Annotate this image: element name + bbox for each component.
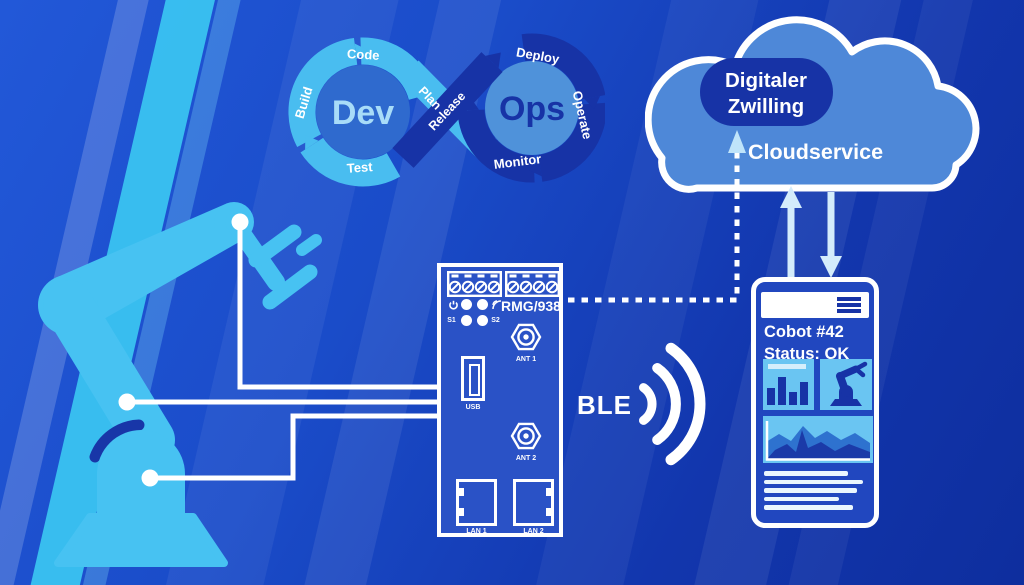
lan2-label: LAN 2 <box>523 528 544 535</box>
terminal-block-left <box>447 271 502 297</box>
robot-tile[interactable] <box>820 359 872 410</box>
ant1-label: ANT 1 <box>515 356 537 363</box>
robot-tile-icon <box>830 361 868 406</box>
ops-ring <box>457 33 605 183</box>
digital-twin-line2: Zwilling <box>728 95 804 118</box>
phone-text-line <box>764 479 863 484</box>
s1-label: S1 <box>447 317 456 324</box>
power-icon <box>449 300 458 310</box>
ble-label: BLE <box>577 390 632 420</box>
phone-status: Status: OK <box>764 345 850 363</box>
terminal-block-right <box>505 271 560 297</box>
monitor-label: Monitor <box>493 151 542 172</box>
phone-text-line <box>764 505 853 510</box>
ant2-connector <box>510 422 542 450</box>
robot-lower-arm <box>43 280 175 465</box>
robot-dome <box>97 430 185 518</box>
menu-icon[interactable] <box>837 296 861 314</box>
phone-text-line <box>764 496 839 501</box>
robot-arm <box>38 202 322 567</box>
device-model-label: RMG/938 <box>501 298 561 314</box>
dev-ring-arrows <box>305 43 368 150</box>
code-label: Code <box>347 46 380 63</box>
robot-base <box>54 513 228 567</box>
wireless-icon <box>492 300 502 310</box>
gateway-device: RMG/938 S1 S2 ANT 1 USB <box>437 263 563 537</box>
s2-label: S2 <box>491 317 500 324</box>
phone-text-line <box>764 488 857 493</box>
phone-text-line <box>764 471 848 476</box>
led-2 <box>477 299 488 310</box>
release-band <box>392 52 503 168</box>
led-s1 <box>461 315 472 326</box>
usb-port <box>461 356 485 401</box>
bar-chart-tile[interactable] <box>763 359 814 410</box>
ant2-label: ANT 2 <box>515 455 537 462</box>
phone-title: Cobot #42 <box>764 323 844 341</box>
ant1-connector <box>510 323 542 351</box>
usb-label: USB <box>465 404 481 411</box>
lan1-label: LAN 1 <box>466 528 487 535</box>
devops-loop: Dev Ops Build Code Test Plan Release Dep… <box>288 33 605 187</box>
cloud: Digitaler Zwilling Cloudservice <box>645 16 980 193</box>
ops-disc <box>485 61 579 155</box>
ops-label: Ops <box>499 90 565 128</box>
smartphone: Cobot #42 Status: OK <box>751 277 879 528</box>
release-band-tip <box>485 52 501 69</box>
lan1-port <box>456 479 497 526</box>
phone-top-bar <box>761 292 869 318</box>
dev-label: Dev <box>332 94 394 132</box>
led-1 <box>461 299 472 310</box>
cloudservice-label: Cloudservice <box>748 140 883 164</box>
dev-disc <box>316 65 410 159</box>
area-chart-tile[interactable] <box>763 416 873 463</box>
test-label: Test <box>346 159 373 176</box>
digital-twin-box <box>700 58 833 126</box>
led-s2 <box>477 315 488 326</box>
robot-upper-arm <box>54 204 243 332</box>
robot-dome-shadow <box>89 419 145 463</box>
area-chart <box>765 421 870 461</box>
robot-gripper <box>225 213 322 310</box>
lan2-port <box>513 479 554 526</box>
digital-twin-line1: Digitaler <box>725 69 807 92</box>
